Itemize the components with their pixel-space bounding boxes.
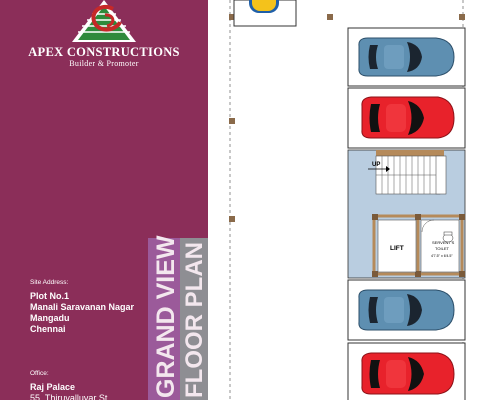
car-yellow (249, 0, 279, 13)
site-address-line: Chennai (30, 324, 66, 334)
floor-plan: UP LIFT SERVENT'S TOILET 4'7.5" x 6'4.5" (229, 0, 466, 400)
car-red-1 (361, 96, 455, 139)
site-address-label: Site Address: (30, 279, 69, 286)
office-label: Office: (30, 370, 49, 377)
toilet-label-2: TOILET (435, 246, 449, 251)
company-logo (72, 0, 136, 42)
title-grand-view: GRAND VIEW (152, 235, 180, 399)
car-blue-2 (358, 289, 455, 331)
car-blue-1 (358, 37, 455, 77)
toilet-label-1: SERVENT'S (432, 240, 455, 245)
site-address-line: Plot No.1 (30, 291, 70, 301)
title-stripe-grey (180, 238, 208, 400)
company-name: APEX CONSTRUCTIONS (28, 45, 180, 59)
office-line: Raj Palace (30, 382, 76, 392)
title-stripe-purple (148, 238, 180, 400)
office-line: 55, Thiruvalluvar St (30, 393, 108, 403)
title-floor-plan: FLOOR PLAN (181, 242, 208, 398)
servant-toilet (420, 219, 460, 273)
sidebar-panel: APEX CONSTRUCTIONS Builder & Promoter Si… (0, 0, 208, 403)
stair-up-label: UP (372, 162, 380, 168)
toilet-dim: 4'7.5" x 6'4.5" (431, 254, 453, 258)
site-address-line: Mangadu (30, 313, 70, 323)
staircase (368, 150, 447, 195)
company-tagline: Builder & Promoter (69, 59, 139, 68)
lift-label: LIFT (390, 245, 404, 252)
lift (377, 219, 417, 273)
car-red-2 (361, 352, 455, 395)
site-address-line: Manali Saravanan Nagar (30, 302, 135, 312)
